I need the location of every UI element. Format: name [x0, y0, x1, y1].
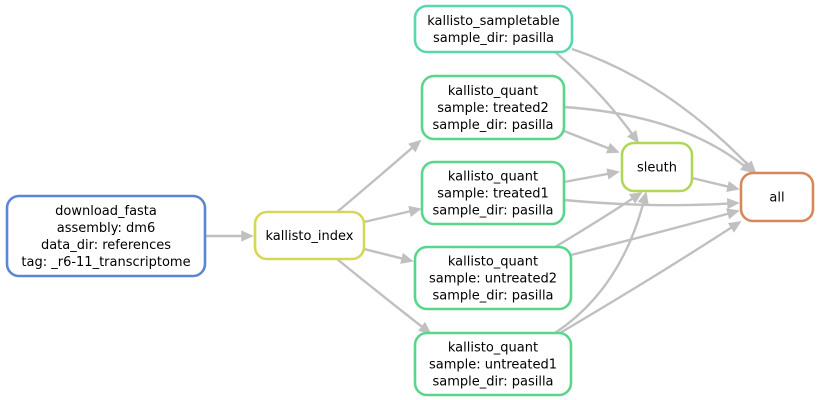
node-param: sample_dir: pasilla	[433, 31, 554, 46]
edge-line	[691, 176, 729, 188]
arrowhead-icon	[400, 252, 414, 264]
node-kallisto_sampletable[interactable]: kallisto_sampletable sample_dir: pasilla	[413, 4, 574, 54]
arrowhead-icon	[740, 160, 754, 174]
edge-download_fasta-to-kallisto_index	[205, 230, 254, 242]
node-box	[253, 210, 366, 261]
node-title: kallisto_sampletable	[427, 14, 560, 29]
node-title: kallisto_quant	[448, 84, 538, 99]
edge-line	[554, 51, 634, 135]
node-kallisto_quant_untreated1[interactable]: kallisto_quant sample: untreated1 sample_d…	[413, 331, 573, 397]
edge-line	[563, 198, 729, 207]
edges-layer	[205, 47, 757, 335]
arrowhead-icon	[726, 197, 740, 210]
edge-sleuth-to-all	[691, 176, 740, 193]
edge-kallisto_index-to-kallisto_quant_treated2	[336, 139, 422, 213]
edge-line	[363, 247, 403, 260]
nodes-layer: download_fasta assembly: dm6 data_dir: ref…	[5, 4, 815, 397]
edge-kallisto_quant_untreated1-to-all	[559, 221, 742, 335]
node-title: sleuth	[637, 161, 677, 176]
node-box	[413, 245, 573, 311]
edge-line	[554, 202, 645, 335]
node-title: all	[769, 191, 784, 206]
arrowhead-icon	[726, 208, 740, 220]
node-all[interactable]: all	[739, 171, 815, 223]
edge-line	[559, 226, 733, 335]
node-box	[739, 171, 815, 223]
node-param: sample_dir: pasilla	[432, 289, 553, 304]
arrowhead-icon	[627, 129, 640, 144]
node-box	[620, 141, 694, 193]
edge-line	[336, 146, 414, 213]
node-box	[420, 160, 566, 226]
edge-kallisto_index-to-kallisto_quant_treated1	[363, 205, 422, 224]
node-box	[420, 74, 566, 141]
node-kallisto_index[interactable]: kallisto_index	[253, 210, 366, 261]
edge-kallisto_quant_treated2-to-all	[563, 105, 754, 174]
node-param: sample: untreated2	[429, 272, 557, 287]
edge-kallisto_sampletable-to-sleuth	[554, 51, 640, 144]
arrowhead-icon	[408, 139, 422, 153]
node-title: download_fasta	[55, 204, 157, 219]
node-box	[413, 331, 573, 397]
node-param: sample_dir: pasilla	[432, 118, 553, 133]
edge-line	[563, 129, 610, 150]
edge-line	[563, 172, 609, 184]
node-title: kallisto_index	[266, 229, 354, 244]
node-param: assembly: dm6	[57, 221, 155, 236]
node-box	[5, 194, 207, 278]
edge-kallisto_quant_untreated2-to-sleuth	[554, 191, 643, 249]
node-param: sample: treated1	[437, 187, 549, 202]
node-param: sample_dir: pasilla	[432, 375, 553, 390]
node-title: kallisto_quant	[448, 170, 538, 185]
node-box	[413, 4, 574, 54]
arrowhead-icon	[606, 168, 620, 180]
edge-line	[571, 47, 749, 166]
node-title: kallisto_quant	[448, 341, 538, 356]
edge-line	[563, 105, 745, 167]
arrowhead-icon	[726, 180, 740, 193]
node-kallisto_quant_treated1[interactable]: kallisto_quant sample: treated1 sample_dir…	[420, 160, 566, 226]
arrowhead-icon	[727, 221, 742, 233]
edge-kallisto_index-to-kallisto_quant_untreated2	[363, 247, 414, 264]
node-download_fasta[interactable]: download_fasta assembly: dm6 data_dir: ref…	[5, 194, 207, 278]
edge-line	[554, 197, 634, 249]
node-param: tag: _r6-11_transcriptome	[21, 255, 190, 270]
edge-kallisto_index-to-kallisto_quant_untreated1	[336, 258, 432, 335]
arrowhead-icon	[637, 191, 649, 205]
node-param: sample: untreated1	[429, 358, 557, 373]
edge-kallisto_quant_untreated1-to-sleuth	[554, 191, 649, 335]
edge-line	[363, 210, 411, 224]
arrowhead-icon	[241, 230, 254, 242]
arrowhead-icon	[628, 191, 643, 204]
node-param: sample_dir: pasilla	[432, 204, 553, 219]
node-sleuth[interactable]: sleuth	[620, 141, 694, 193]
node-param: sample: treated2	[437, 101, 549, 116]
edge-line	[570, 212, 729, 257]
arrowhead-icon	[418, 321, 432, 335]
node-kallisto_quant_untreated2[interactable]: kallisto_quant sample: untreated2 sample_d…	[413, 245, 573, 311]
edge-kallisto_quant_untreated2-to-all	[570, 208, 740, 257]
arrowhead-icon	[605, 142, 620, 154]
node-kallisto_quant_treated2[interactable]: kallisto_quant sample: treated2 sample_dir…	[420, 74, 566, 141]
node-title: kallisto_quant	[448, 255, 538, 270]
edge-kallisto_quant_treated1-to-sleuth	[563, 168, 620, 184]
edge-line	[336, 258, 423, 328]
node-param: data_dir: references	[41, 238, 171, 253]
arrowhead-icon	[408, 205, 422, 217]
edge-kallisto_quant_treated2-to-sleuth	[563, 129, 620, 154]
edge-kallisto_quant_treated1-to-all	[563, 197, 740, 210]
